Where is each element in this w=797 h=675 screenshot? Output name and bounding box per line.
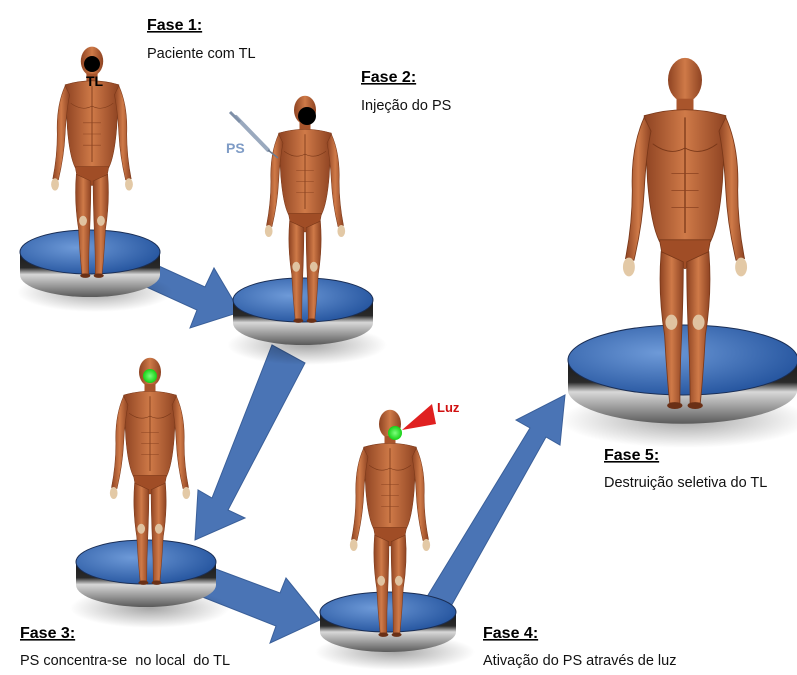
tumor-label: TL (86, 73, 104, 89)
phase-2-description: Injeção do PS (361, 98, 451, 114)
phase-5-description: Destruição seletiva do TL (604, 475, 767, 491)
phase-3-description: PS concentra-se no local do TL (20, 653, 230, 669)
platform-2 (227, 278, 387, 365)
light-beam-icon (402, 404, 436, 430)
photosensitizer-marker-3 (143, 369, 157, 383)
light-label: Luz (437, 400, 460, 415)
phase-1-title: Fase 1: (147, 17, 202, 34)
arrow-2-to-3 (195, 345, 305, 540)
phase-4-title: Fase 4: (483, 625, 538, 642)
arrow-4-to-5 (425, 395, 565, 608)
tumor-marker-1 (84, 56, 100, 72)
platform-3 (70, 540, 230, 628)
phase-5-title: Fase 5: (604, 447, 659, 464)
tumor-marker-2 (298, 107, 316, 125)
phase-1-description: Paciente com TL (147, 46, 256, 62)
phase-2-title: Fase 2: (361, 69, 416, 86)
photosensitizer-marker-4 (388, 426, 402, 440)
syringe-label: PS (226, 140, 245, 156)
phase-3-title: Fase 3: (20, 625, 75, 642)
phase-4-description: Ativação do PS através de luz (483, 653, 676, 669)
